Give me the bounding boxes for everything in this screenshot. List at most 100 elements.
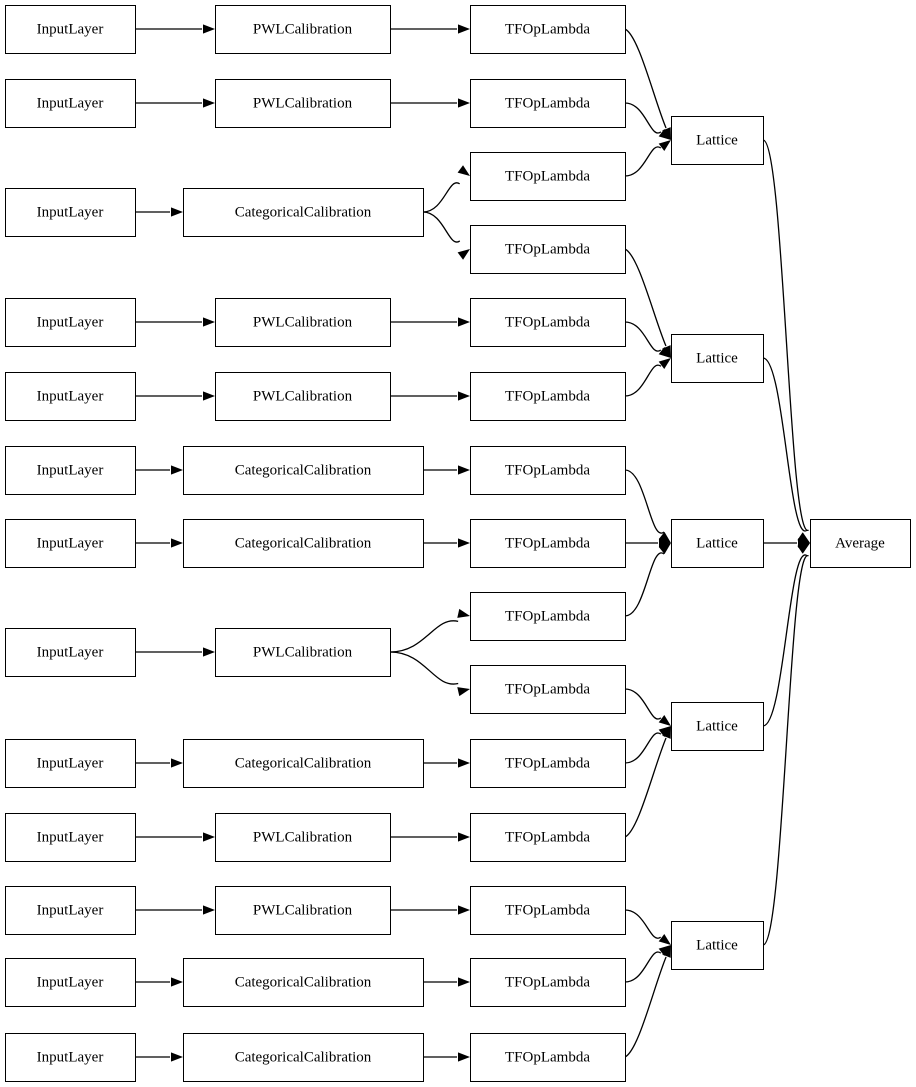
arrow-head-icon [658,347,671,358]
edge-cal9-to-lam11 [423,758,470,768]
node-box [5,628,136,677]
node-pwlcalibration[interactable]: PWLCalibration [215,5,391,54]
node-inputlayer[interactable]: InputLayer [5,628,136,677]
node-inputlayer[interactable]: InputLayer [5,446,136,495]
node-categoricalcalibration[interactable]: CategoricalCalibration [183,446,424,495]
arrow-head-icon [458,905,470,915]
arrow-head-icon [457,249,470,260]
node-inputlayer[interactable]: InputLayer [5,739,136,788]
edge-lam3-to-lat1 [624,129,671,177]
node-label: InputLayer [37,644,104,660]
edge-layer [135,24,810,1062]
node-lattice[interactable]: Lattice [671,519,764,568]
node-categoricalcalibration[interactable]: CategoricalCalibration [183,519,424,568]
node-inputlayer[interactable]: InputLayer [5,5,136,54]
node-inputlayer[interactable]: InputLayer [5,519,136,568]
node-label: Lattice [696,535,738,551]
node-inputlayer[interactable]: InputLayer [5,188,136,237]
node-tfoplambda[interactable]: TFOpLambda [470,813,626,862]
node-box [5,79,136,128]
node-tfoplambda[interactable]: TFOpLambda [470,958,626,1007]
edge-in13-to-cal13 [135,1052,183,1062]
node-pwlcalibration[interactable]: PWLCalibration [215,628,391,677]
arrow-head-icon [458,391,470,401]
edge-line [624,956,667,1058]
node-pwlcalibration[interactable]: PWLCalibration [215,886,391,935]
arrow-head-icon [203,391,215,401]
edge-in10-to-cal10 [135,832,215,842]
node-categoricalcalibration[interactable]: CategoricalCalibration [183,188,424,237]
node-tfoplambda[interactable]: TFOpLambda [470,372,626,421]
node-label: PWLCalibration [253,95,353,111]
node-categoricalcalibration[interactable]: CategoricalCalibration [183,739,424,788]
node-label: InputLayer [37,204,104,220]
edge-lam2-to-lat1 [624,102,671,151]
edge-line [624,146,662,177]
node-inputlayer[interactable]: InputLayer [5,372,136,421]
node-box [470,1033,626,1082]
node-average[interactable]: Average [810,519,911,568]
node-lattice[interactable]: Lattice [671,116,764,165]
node-box [470,446,626,495]
node-categoricalcalibration[interactable]: CategoricalCalibration [183,1033,424,1082]
node-box [671,334,764,383]
node-tfoplambda[interactable]: TFOpLambda [470,592,626,641]
node-label: Lattice [696,718,738,734]
node-tfoplambda[interactable]: TFOpLambda [470,225,626,274]
node-label: TFOpLambda [505,902,590,918]
node-pwlcalibration[interactable]: PWLCalibration [215,79,391,128]
arrow-head-icon [171,977,183,987]
edge-lam15-to-lat5 [624,945,671,1058]
arrow-head-icon [203,98,215,108]
node-label: TFOpLambda [505,95,590,111]
arrow-head-icon [658,726,671,737]
node-box [470,665,626,714]
arrow-head-icon [203,24,215,34]
node-layer: InputLayerInputLayerInputLayerInputLayer… [5,5,911,1082]
node-label: InputLayer [37,21,104,37]
edge-line [389,651,459,685]
edge-line [762,554,808,727]
node-inputlayer[interactable]: InputLayer [5,79,136,128]
edge-in1-to-cal1 [135,24,215,34]
node-lattice[interactable]: Lattice [671,334,764,383]
node-inputlayer[interactable]: InputLayer [5,298,136,347]
node-tfoplambda[interactable]: TFOpLambda [470,1033,626,1082]
node-box [810,519,911,568]
edge-line [624,248,667,347]
node-inputlayer[interactable]: InputLayer [5,813,136,862]
node-lattice[interactable]: Lattice [671,702,764,751]
node-box [215,813,391,862]
node-lattice[interactable]: Lattice [671,921,764,970]
node-box [5,519,136,568]
arrow-head-icon [458,758,470,768]
edge-cal2-to-lam2 [390,98,470,108]
node-label: TFOpLambda [505,168,590,184]
edge-lam12-to-lat4 [624,726,671,838]
node-tfoplambda[interactable]: TFOpLambda [470,298,626,347]
edge-line [624,552,665,617]
edge-cal10-to-lam12 [390,832,470,842]
node-tfoplambda[interactable]: TFOpLambda [470,519,626,568]
node-tfoplambda[interactable]: TFOpLambda [470,152,626,201]
node-tfoplambda[interactable]: TFOpLambda [470,446,626,495]
node-inputlayer[interactable]: InputLayer [5,886,136,935]
node-box [183,739,424,788]
node-tfoplambda[interactable]: TFOpLambda [470,739,626,788]
node-tfoplambda[interactable]: TFOpLambda [470,886,626,935]
node-pwlcalibration[interactable]: PWLCalibration [215,813,391,862]
arrow-head-icon [457,165,470,176]
node-inputlayer[interactable]: InputLayer [5,1033,136,1082]
node-label: InputLayer [37,95,104,111]
node-tfoplambda[interactable]: TFOpLambda [470,665,626,714]
node-box [5,188,136,237]
node-inputlayer[interactable]: InputLayer [5,958,136,1007]
node-tfoplambda[interactable]: TFOpLambda [470,5,626,54]
node-pwlcalibration[interactable]: PWLCalibration [215,298,391,347]
node-tfoplambda[interactable]: TFOpLambda [470,79,626,128]
edge-cal13-to-lam15 [423,1052,470,1062]
node-pwlcalibration[interactable]: PWLCalibration [215,372,391,421]
arrow-head-icon [658,945,671,956]
node-categoricalcalibration[interactable]: CategoricalCalibration [183,958,424,1007]
edge-lam6-to-lat2 [624,347,671,397]
